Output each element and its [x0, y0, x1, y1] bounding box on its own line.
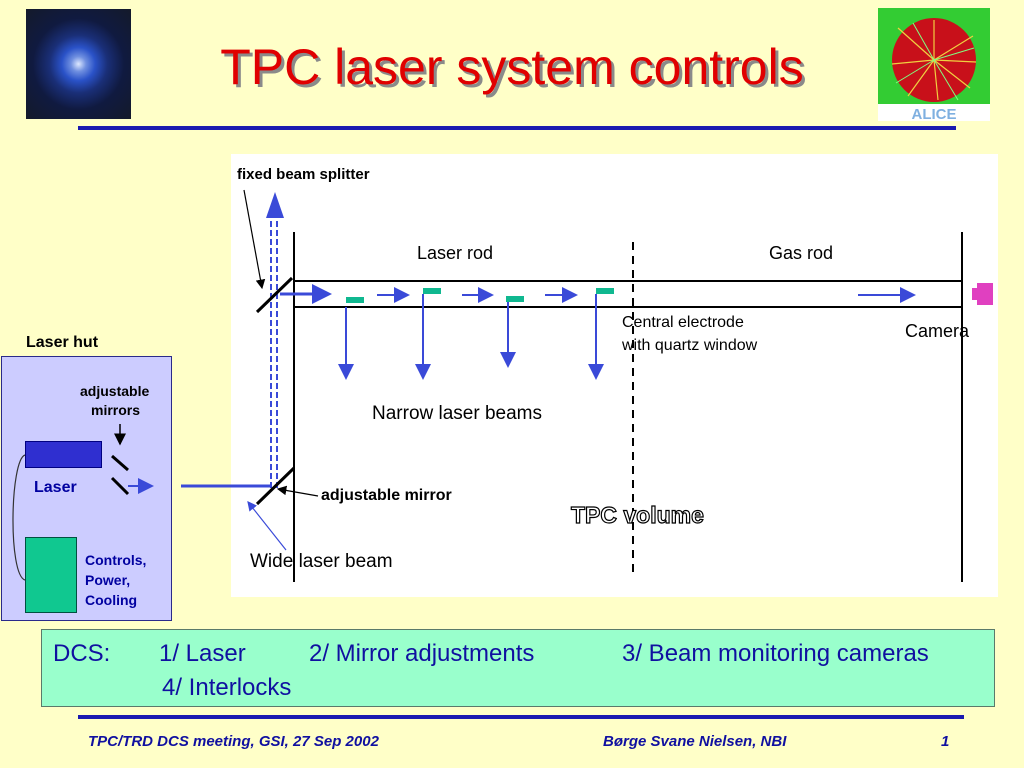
controls-unit — [25, 537, 77, 613]
laser-label: Laser — [34, 479, 77, 496]
laser-unit — [25, 441, 102, 468]
dcs-prefix: DCS: — [53, 640, 111, 667]
wide-beam-label: Wide laser beam — [250, 551, 393, 572]
slide-title: TPC laser system controls — [220, 39, 804, 95]
footer-rule — [78, 715, 964, 719]
tpc-volume-label: TPC volume — [570, 501, 704, 528]
footer-meeting: TPC/TRD DCS meeting, GSI, 27 Sep 2002 — [88, 733, 379, 750]
camera-icon — [977, 283, 993, 305]
splitter-pointer — [243, 189, 266, 290]
hut-mirror-1 — [111, 454, 129, 472]
svg-text:ALICE: ALICE — [912, 106, 957, 121]
wide-beam-pointer — [247, 501, 287, 551]
gas-rod-label: Gas rod — [769, 243, 834, 263]
adjustable-mirror — [255, 466, 296, 506]
quartz-window-label: with quartz window — [622, 337, 758, 354]
footer-author: Børge Svane Nielsen, NBI — [603, 733, 787, 750]
dcs-item-interlocks: 4/ Interlocks — [162, 674, 292, 701]
dcs-item-cameras: 3/ Beam monitoring cameras — [622, 640, 929, 667]
diagram-panel — [231, 154, 998, 597]
camera-label: Camera — [905, 321, 970, 341]
alice-logo: ALICE — [878, 8, 990, 121]
hut-mirror-2 — [110, 476, 130, 496]
adjustable-mirror-label: adjustable mirror — [321, 487, 452, 504]
fixed-splitter-label: fixed beam splitter — [237, 166, 370, 183]
beam-into-rod-head — [312, 284, 332, 304]
rod-mirror-plates — [346, 288, 614, 303]
dcs-item-mirror: 2/ Mirror adjustments — [309, 640, 535, 667]
mirror-pointer — [276, 485, 319, 497]
laser-hut-title: Laser hut — [26, 334, 99, 351]
adjustable-mirrors-label: adjustable mirrors — [80, 383, 150, 418]
narrow-beams — [338, 294, 604, 380]
laser-spot-logo — [26, 9, 131, 119]
fixed-beam-splitter — [255, 276, 294, 314]
laser-rod-label: Laser rod — [417, 243, 494, 263]
title-rule — [78, 126, 956, 130]
dcs-box: DCS: 1/ Laser 2/ Mirror adjustments 3/ B… — [41, 629, 995, 707]
central-electrode-label: Central electrode — [622, 314, 744, 331]
page-number: 1 — [941, 733, 950, 750]
narrow-beams-label: Narrow laser beams — [372, 403, 542, 424]
dcs-item-laser: 1/ Laser — [159, 640, 246, 667]
beam-up-arrow — [266, 192, 284, 218]
control-cable — [12, 454, 26, 581]
controls-label: Controls, Power, Cooling — [85, 552, 147, 608]
